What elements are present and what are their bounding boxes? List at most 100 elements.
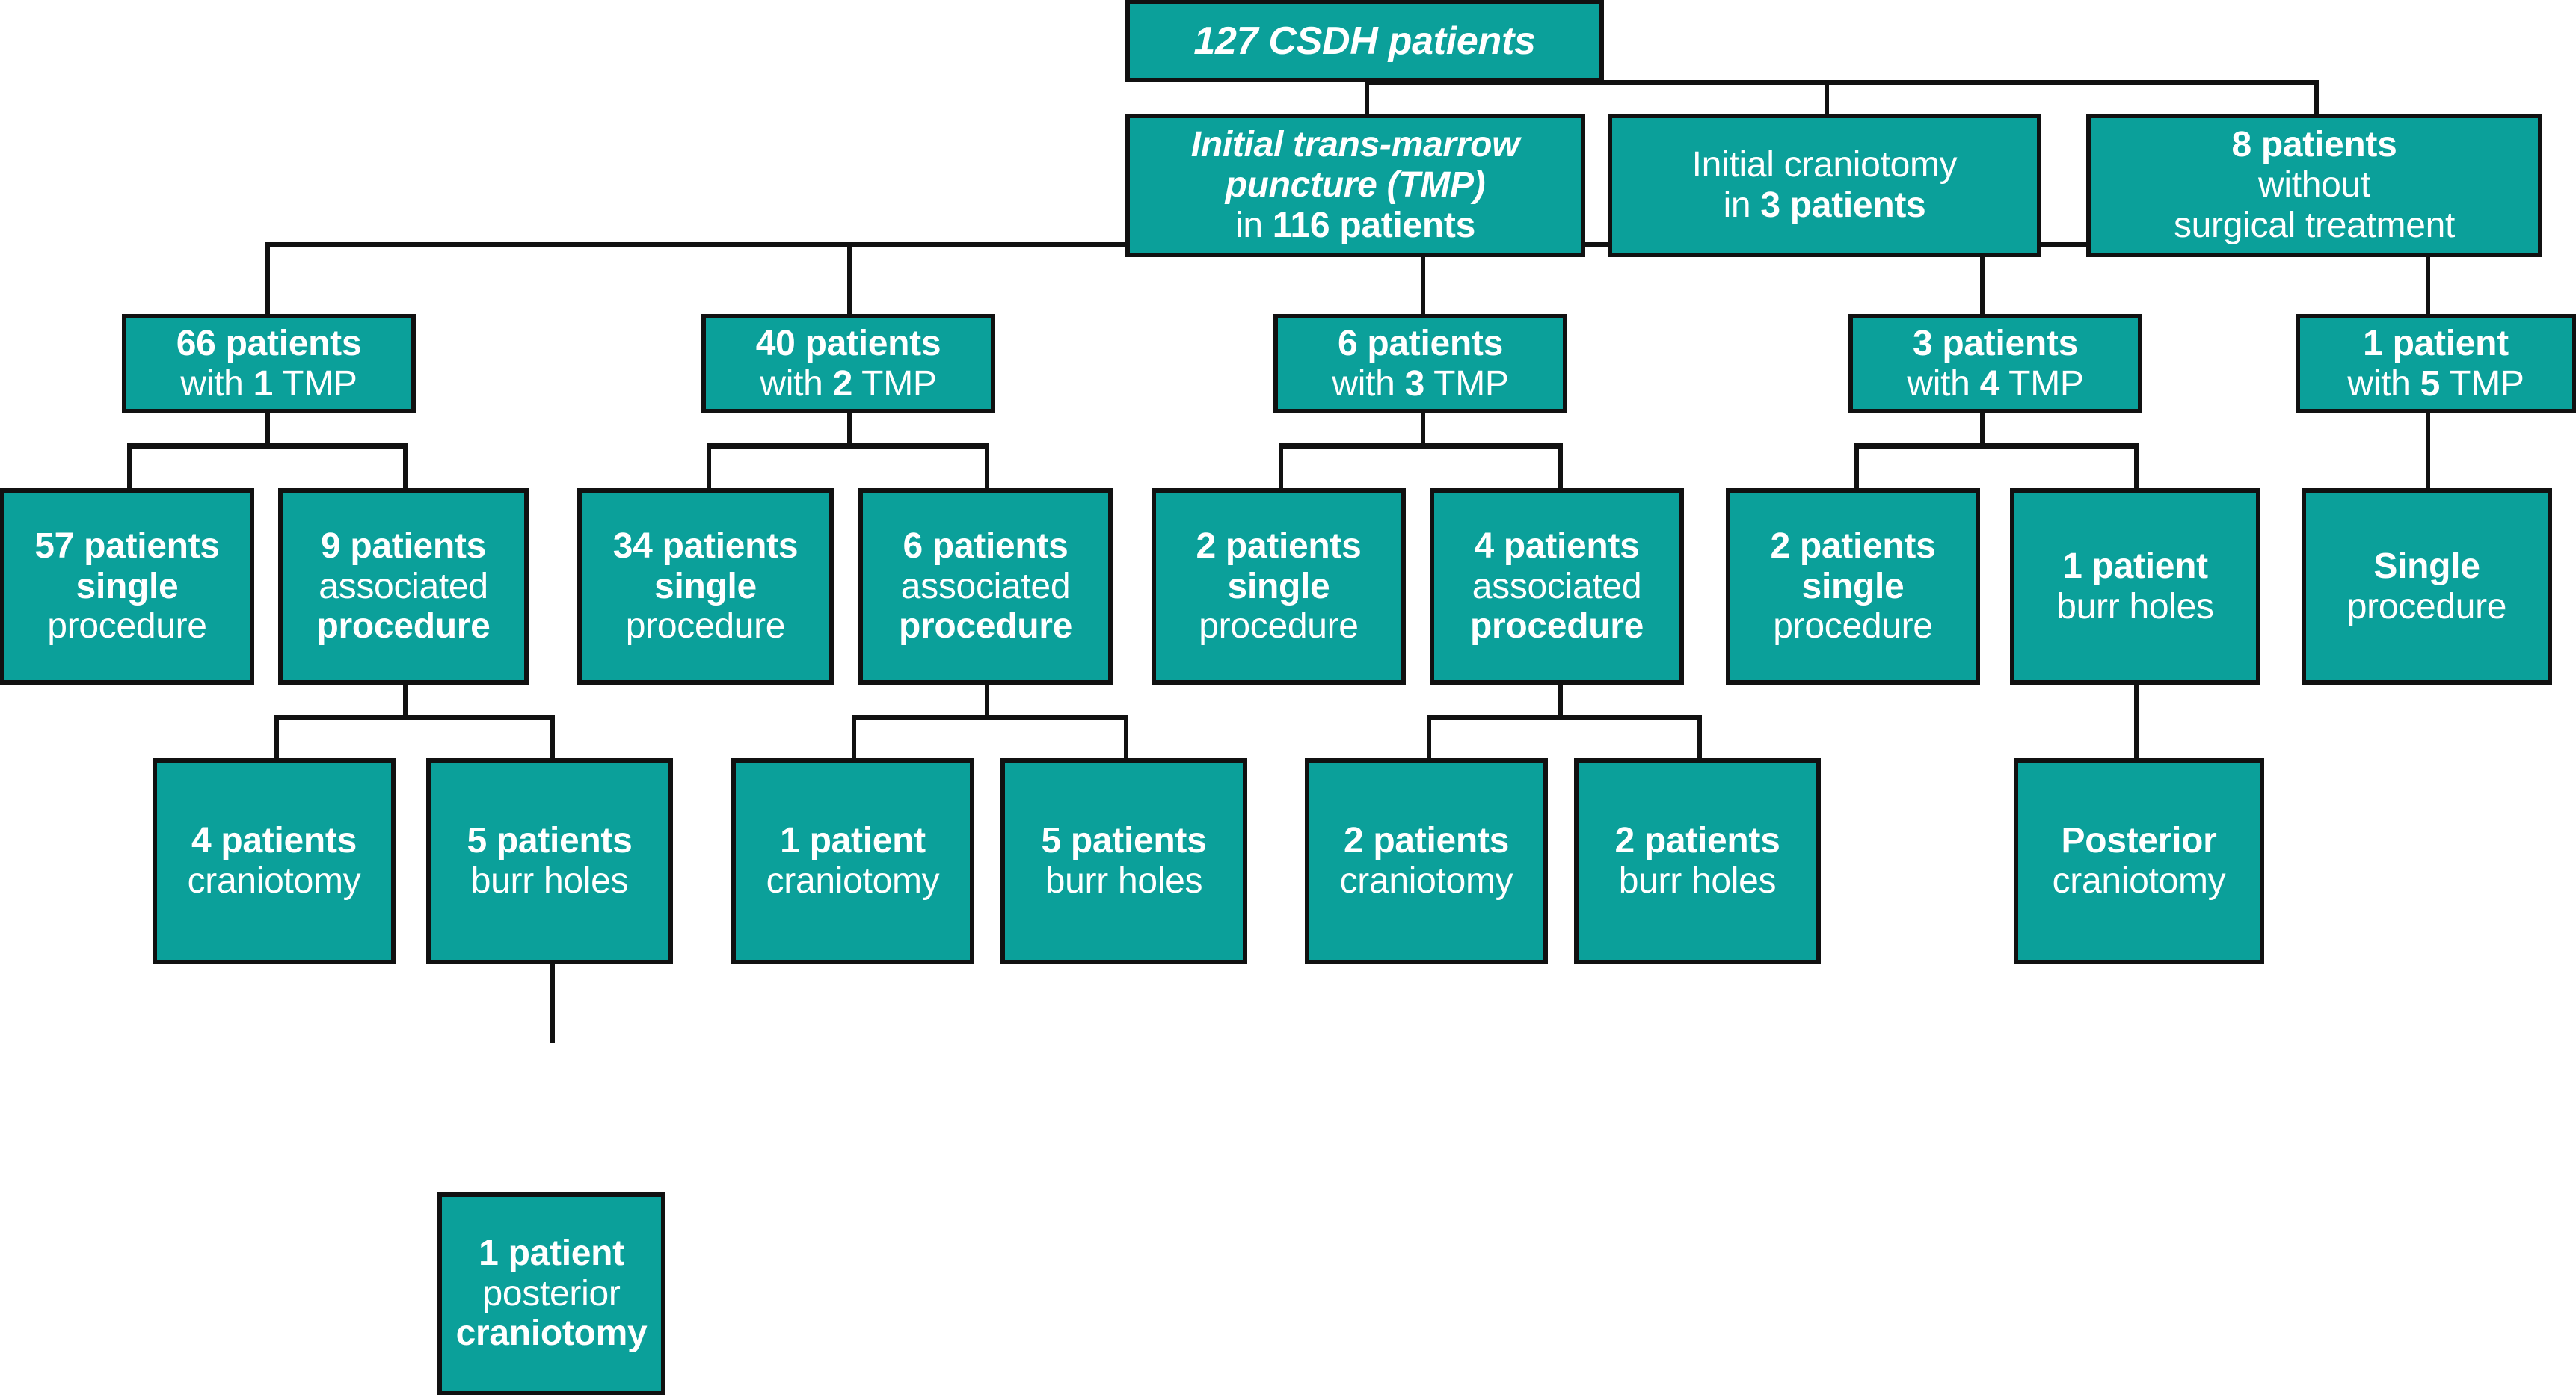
node-tmp5-line-2: with 5 TMP [2347,364,2524,404]
node-craniotomy-line-1: Initial craniotomy [1691,145,1958,185]
connector-tmp3-bus [1279,443,1563,449]
node-tmp3-line-2: with 3 TMP [1332,363,1509,404]
connector-a6-to-bh5b [1124,715,1128,758]
node-2-patients-single-procedure-3tmp[interactable]: 2 patients single procedure [1152,488,1406,685]
node-nosurgery-line-2: without [2258,165,2370,206]
connector-tmp4-down [1980,413,1985,447]
node-tmp4-line-2-prefix: with [1907,363,1980,404]
node-a6-line-3: procedure [898,606,1073,647]
connector-a4-bus [1427,715,1702,720]
node-tmp3-line-2-count: 3 [1404,363,1425,404]
connector-a9-to-bh5 [550,715,555,758]
node-no-surgical-treatment[interactable]: 8 patients without surgical treatment [2086,114,2542,257]
node-tmp1-line-1: 66 patients [176,323,362,363]
node-4-patients-craniotomy[interactable]: 4 patients craniotomy [153,758,396,964]
connector-tmp4-to-2single [1854,443,1859,488]
node-s57-line-1: 57 patients [34,526,220,566]
node-tmp1-line-2: with 1 TMP [180,364,357,404]
node-s2-line-3: procedure [1199,606,1359,647]
node-1-patient-burr-holes-4tmp[interactable]: 1 patient burr holes [2010,488,2260,685]
node-single5-line-2: procedure [2346,586,2507,626]
node-4-patients-associated-procedure[interactable]: 4 patients associated procedure [1430,488,1684,685]
node-postcran-line-1: 1 patient [479,1233,624,1273]
node-2-patients-craniotomy-3tmp[interactable]: 2 patients craniotomy [1305,758,1548,964]
node-root-line-1: 127 CSDH patients [1193,19,1536,63]
connector-a9-bus [274,715,555,720]
connector-row3-tmp5 [2426,242,2430,314]
connector-row3-tmp3 [1421,242,1425,314]
node-tmp1-line-2-count: 1 [253,363,274,404]
node-craniotomy-line-2-prefix: in [1723,185,1761,225]
connector-tmp1-down [265,413,270,447]
node-posterior-craniotomy-4tmp[interactable]: Posterior craniotomy [2014,758,2264,964]
connector-tmp4-to-burr [2134,443,2139,488]
node-5-patients-burr-holes-1tmp[interactable]: 5 patients burr holes [426,758,673,964]
node-a9-line-1: 9 patients [320,526,487,566]
node-tmp4-line-1: 3 patients [1912,323,2079,363]
connector-a4-to-bh2 [1697,715,1702,758]
node-single-procedure-5tmp[interactable]: Single procedure [2302,488,2552,685]
connector-row2-nosurgery [2314,80,2319,114]
connector-row2-craniotomy [1825,80,1829,114]
node-c1-line-2: craniotomy [766,861,940,901]
node-s57-line-2: single [76,566,179,606]
node-tmp-line-3-count: 116 patients [1272,205,1476,245]
node-a6-line-1: 6 patients [903,526,1069,566]
connector-a6-to-c1 [852,715,856,758]
node-6-patients-associated-procedure[interactable]: 6 patients associated procedure [858,488,1113,685]
connector-row3-tmp1 [265,242,270,314]
node-tmp3-line-2-prefix: with [1332,363,1405,404]
node-c1-line-1: 1 patient [780,821,926,861]
node-bh1-line-1: 1 patient [2062,546,2208,586]
node-2-patients-burr-holes-3tmp[interactable]: 2 patients burr holes [1574,758,1821,964]
node-tmp-line-1: Initial trans-marrow [1190,125,1520,165]
node-c4-line-2: craniotomy [187,861,361,901]
node-57-patients-single-procedure[interactable]: 57 patients single procedure [0,488,254,685]
node-1-patient-craniotomy-2tmp[interactable]: 1 patient craniotomy [731,758,974,964]
connector-tmp1-to-9 [403,443,408,488]
node-initial-craniotomy[interactable]: Initial craniotomy in 3 patients [1608,114,2041,257]
node-1-patient-5-tmp[interactable]: 1 patient with 5 TMP [2296,314,2576,413]
node-post-line-1: Posterior [2061,821,2217,861]
connector-a4-to-c2 [1427,715,1431,758]
node-a4-line-3: procedure [1469,606,1644,647]
node-3-patients-4-tmp[interactable]: 3 patients with 4 TMP [1848,314,2142,413]
node-s2-line-2: single [1227,566,1330,606]
node-66-patients-1-tmp[interactable]: 66 patients with 1 TMP [122,314,416,413]
node-tmp-line-2: puncture (TMP) [1225,165,1486,206]
node-tmp5-line-2-count: 5 [2420,363,2441,404]
node-root-127-csdh-patients[interactable]: 127 CSDH patients [1125,0,1604,82]
connector-a6-bus [852,715,1128,720]
connector-row3-tmp4 [1980,242,1985,314]
node-postcran-line-3: craniotomy [455,1314,648,1354]
node-1-patient-posterior-craniotomy[interactable]: 1 patient posterior craniotomy [437,1192,665,1395]
node-9-patients-associated-procedure[interactable]: 9 patients associated procedure [278,488,529,685]
node-40-patients-2-tmp[interactable]: 40 patients with 2 TMP [701,314,995,413]
connector-tmp3-to-2 [1279,443,1283,488]
connector-tmp2-down [847,413,852,447]
node-tmp3-line-2-suffix: TMP [1424,363,1509,404]
node-tmp2-line-1: 40 patients [755,323,941,363]
node-s34-line-2: single [654,566,757,606]
node-tmp2-line-2-suffix: TMP [852,363,937,404]
node-34-patients-single-procedure[interactable]: 34 patients single procedure [577,488,834,685]
node-5-patients-burr-holes-2tmp[interactable]: 5 patients burr holes [1000,758,1247,964]
node-bh2-line-2: burr holes [1618,861,1777,901]
node-a9-line-2: associated [319,566,488,606]
connector-tmp1-bus [127,443,408,449]
node-s2b-line-2: single [1801,566,1905,606]
node-bh1-line-2: burr holes [2056,586,2214,626]
node-2-patients-single-procedure-4tmp[interactable]: 2 patients single procedure [1726,488,1980,685]
connector-a4-down [1558,685,1563,718]
node-tmp2-line-2-prefix: with [760,363,833,404]
node-tmp5-line-2-prefix: with [2347,363,2420,404]
node-tmp1-line-2-prefix: with [180,363,253,404]
connector-bh5-to-postcran [550,964,555,1043]
node-tmp-line-3-prefix: in [1235,205,1273,245]
node-post-line-2: craniotomy [2052,861,2226,901]
node-6-patients-3-tmp[interactable]: 6 patients with 3 TMP [1273,314,1567,413]
node-initial-tmp[interactable]: Initial trans-marrow puncture (TMP) in 1… [1125,114,1585,257]
connector-tmp3-down [1421,413,1425,447]
node-tmp2-line-2-count: 2 [832,363,853,404]
connector-a9-to-c4 [274,715,279,758]
